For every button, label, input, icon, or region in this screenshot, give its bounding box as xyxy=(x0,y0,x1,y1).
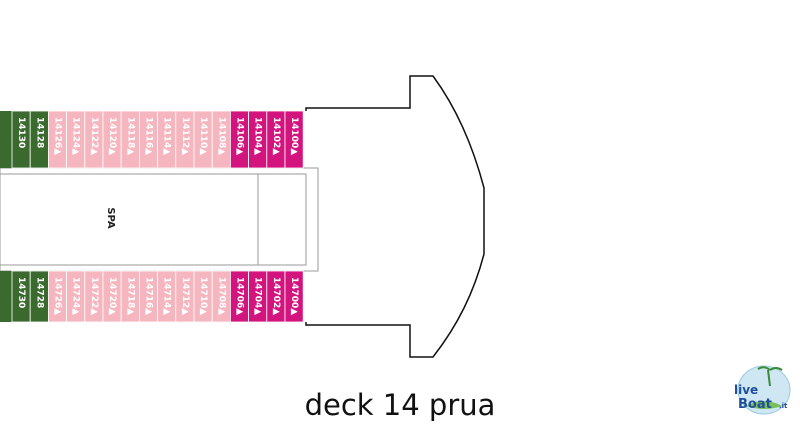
cabin-label: 14124▲ xyxy=(71,117,81,155)
cabin-label: 14714▲ xyxy=(162,277,172,315)
cabin-label: 14710▲ xyxy=(198,277,208,315)
cabin-14100[interactable] xyxy=(284,110,304,169)
cabin-label: 14722▲ xyxy=(89,277,99,315)
cabin-label: 14712▲ xyxy=(180,277,190,315)
cabin-label: 14116▲ xyxy=(144,117,154,155)
cabin-label: 14120▲ xyxy=(107,117,117,155)
cabin-partial xyxy=(0,271,12,322)
cabin-label: 14100▲ xyxy=(289,117,299,155)
cabin-label: 14106▲ xyxy=(235,117,245,155)
top-cabin-row: 14130 14128 14126▲ 14124▲ 14122▲ 14120▲ 14118▲… xyxy=(0,110,304,169)
cabin-label: 14716▲ xyxy=(144,277,154,315)
logo-globe-icon xyxy=(737,365,791,415)
cabin-label: 14130 xyxy=(16,117,26,148)
logo-text-boat: Boat xyxy=(738,397,772,412)
cabin-label: 14728 xyxy=(34,277,44,308)
cabin-label: 14104▲ xyxy=(253,117,263,155)
spa-inner-area xyxy=(0,173,307,266)
cabin-label: 14126▲ xyxy=(53,117,63,155)
cabin-label: 14730 xyxy=(16,277,26,308)
cabin-label: 14700▲ xyxy=(289,277,299,315)
cabin-label: 14726▲ xyxy=(53,277,63,315)
cabin-label: 14122▲ xyxy=(89,117,99,155)
cabin-label: 14718▲ xyxy=(125,277,135,315)
cabin-label: 14112▲ xyxy=(180,117,190,155)
cabin-label: 14108▲ xyxy=(216,117,226,155)
logo-palm-icon xyxy=(757,366,783,387)
logo-text-live: live xyxy=(734,383,758,397)
bow-outline xyxy=(305,75,485,358)
cabin-14700[interactable] xyxy=(284,270,304,323)
deck-caption: deck 14 prua xyxy=(304,388,496,422)
cabin-label: 14708▲ xyxy=(216,277,226,315)
cabin-label: 14102▲ xyxy=(271,117,281,155)
cabin-label: 14128 xyxy=(34,117,44,148)
cabin-label: 14706▲ xyxy=(235,277,245,315)
spa-label: SPA xyxy=(105,207,116,229)
cabin-label: 14702▲ xyxy=(271,277,281,315)
bottom-cabin-row: 14730 14728 14726▲ 14724▲ 14722▲ 14720▲ 14718▲… xyxy=(0,270,304,323)
cabin-label: 14720▲ xyxy=(107,277,117,315)
cabin-label: 14724▲ xyxy=(71,277,81,315)
logo-island-icon xyxy=(746,401,782,409)
cabin-label: 14110▲ xyxy=(198,117,208,155)
cabin-partial xyxy=(0,111,12,168)
liveboat-logo: live Boat .it xyxy=(734,365,791,415)
cabin-label: 14118▲ xyxy=(125,117,135,155)
cabin-label: 14114▲ xyxy=(162,117,172,155)
cabin-label: 14704▲ xyxy=(253,277,263,315)
logo-text-domain: .it xyxy=(779,402,788,410)
